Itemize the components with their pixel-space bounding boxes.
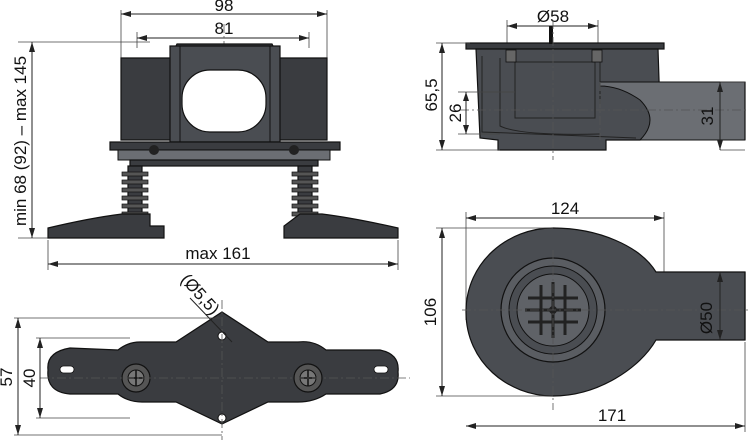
dim-width-98: 98 [121, 0, 327, 17]
dim-height-57: 57 [0, 317, 222, 436]
label-front-width: 98 [215, 0, 234, 15]
side-section-view: Ø58 65,5 [422, 7, 748, 160]
label-side-diameter: Ø58 [537, 7, 569, 26]
front-opening [181, 69, 267, 133]
dim-length-171: 171 [466, 342, 746, 432]
dim-depth-106: 106 [421, 227, 553, 397]
dim-height-65-5: 65,5 [422, 42, 500, 151]
label-plan-outlet: Ø50 [697, 302, 716, 334]
label-front-base: max 161 [185, 244, 250, 263]
label-side-height: 65,5 [422, 78, 441, 111]
label-front-height: min 68 (92) – max 145 [11, 56, 30, 226]
dim-base-161: max 161 [47, 240, 399, 270]
plan-view: 124 106 [421, 199, 750, 432]
dim-height-40: 40 [20, 337, 130, 419]
drain-body-front [109, 43, 341, 167]
label-plan-length: 171 [598, 406, 626, 425]
label-side-seal: 26 [446, 104, 465, 123]
front-view: 98 81 min 68 (92) – max 145 [11, 0, 399, 270]
dim-width-81: 81 [137, 19, 309, 41]
support-leg-left [47, 165, 165, 239]
label-side-outlet-height: 31 [698, 107, 717, 126]
label-bottom-overall: 57 [0, 368, 16, 387]
dim-height-26: 26 [446, 91, 515, 135]
dim-height-range: min 68 (92) – max 145 [11, 41, 150, 239]
dim-height-31: 31 [698, 81, 745, 151]
mounting-base [47, 311, 399, 425]
label-bottom-inner: 40 [20, 369, 39, 388]
dim-outlet-50: Ø50 [697, 272, 723, 340]
bottom-view: (Ø5,5) 57 40 [0, 270, 410, 440]
label-plan-body-width: 124 [551, 199, 579, 218]
label-plan-depth: 106 [421, 298, 440, 326]
label-bottom-hole: (Ø5,5) [177, 270, 223, 319]
support-leg-right [283, 165, 399, 239]
